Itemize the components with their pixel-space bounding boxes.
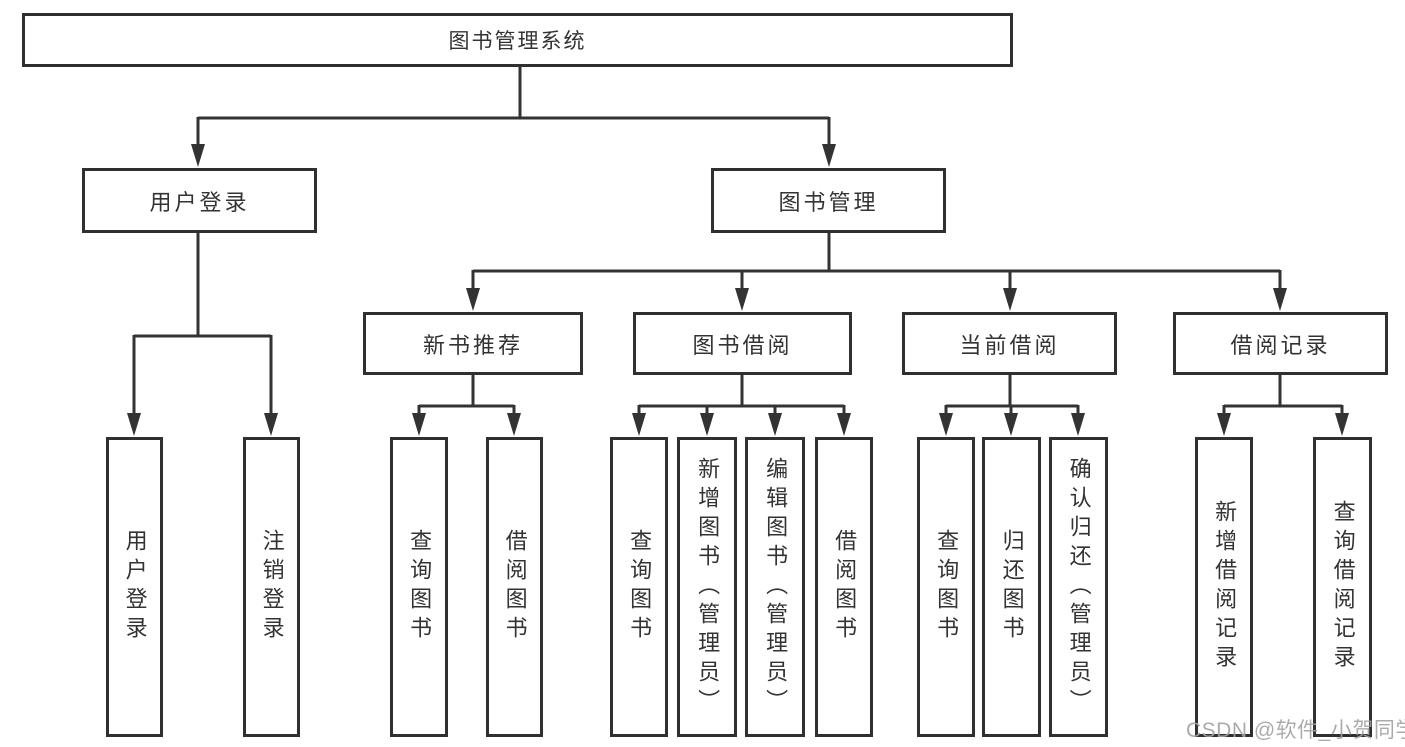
node-label: 借阅图书 — [502, 529, 528, 645]
node-label: 图书管理 — [778, 189, 879, 215]
arrowheads — [127, 144, 1349, 436]
leaf-logout: 注销登录 — [243, 437, 300, 737]
leaf-confirm-return-admin: 确认归还（管理员） — [1049, 437, 1108, 737]
leaf-query-books-recommend: 查询图书 — [390, 437, 448, 737]
branch-book-management — [471, 233, 1282, 292]
node-current-borrowing: 当前借阅 — [902, 312, 1117, 375]
node-borrowing-records: 借阅记录 — [1173, 312, 1388, 375]
leaf-borrow-books-borrowing: 借阅图书 — [815, 437, 873, 737]
node-label: 确认归还（管理员） — [1066, 456, 1092, 718]
node-label: 归还图书 — [999, 529, 1025, 645]
node-library-management-system: 图书管理系统 — [22, 13, 1013, 67]
leaf-query-borrow-record: 查询借阅记录 — [1313, 437, 1372, 737]
branch-root — [196, 67, 831, 148]
node-label: 注销登录 — [259, 529, 285, 645]
node-user-login: 用户登录 — [82, 168, 317, 233]
node-label: 图书借阅 — [692, 332, 793, 358]
node-new-book-recommendation: 新书推荐 — [363, 312, 583, 375]
branch-borrow-records — [1222, 375, 1344, 417]
node-label: 用户登录 — [149, 189, 250, 215]
leaf-add-books-admin: 新增图书（管理员） — [677, 437, 737, 737]
leaf-add-borrow-record: 新增借阅记录 — [1195, 437, 1253, 737]
node-label: 查询图书 — [407, 529, 433, 645]
leaf-borrow-books-recommend: 借阅图书 — [486, 437, 543, 737]
node-label: 新书推荐 — [422, 332, 523, 358]
leaf-query-books-current: 查询图书 — [917, 437, 975, 737]
node-label: 新增借阅记录 — [1212, 500, 1238, 674]
node-book-borrowing: 图书借阅 — [633, 312, 852, 375]
node-label: 用户登录 — [122, 529, 148, 645]
branch-book-borrow — [637, 375, 846, 417]
node-label: 查询图书 — [627, 529, 653, 645]
branch-current-borrow — [944, 375, 1080, 417]
leaf-user-login: 用户登录 — [106, 437, 163, 737]
node-label: 图书管理系统 — [448, 30, 587, 53]
node-label: 当前借阅 — [959, 332, 1060, 358]
branch-new-book — [417, 375, 516, 417]
leaf-query-books-borrowing: 查询图书 — [610, 437, 668, 737]
node-label: 查询图书 — [934, 529, 960, 645]
node-label: 新增图书（管理员） — [695, 456, 721, 718]
node-label: 借阅图书 — [832, 529, 858, 645]
node-book-management: 图书管理 — [711, 168, 946, 233]
csdn-watermark: CSDN @软件_小贺同学 — [1186, 719, 1405, 742]
branch-user-login — [132, 233, 273, 417]
leaf-return-books: 归还图书 — [982, 437, 1041, 737]
node-label: 查询借阅记录 — [1330, 500, 1356, 674]
node-label: 编辑图书（管理员） — [763, 456, 789, 718]
node-label: 借阅记录 — [1230, 332, 1331, 358]
leaf-edit-books-admin: 编辑图书（管理员） — [745, 437, 805, 737]
